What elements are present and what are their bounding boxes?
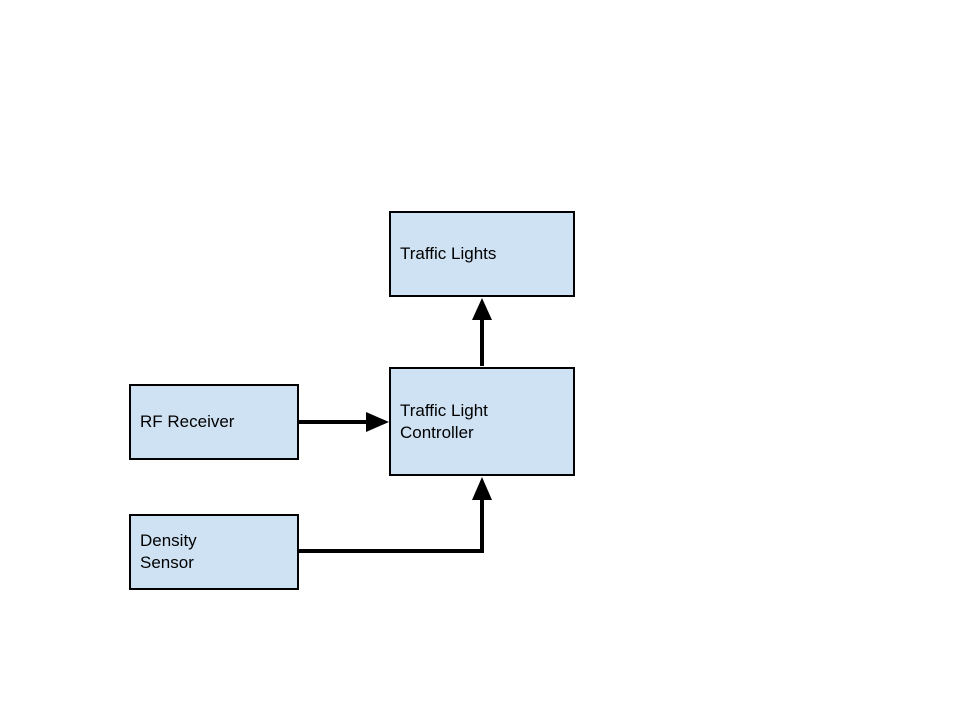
node-label-density-sensor: Density Sensor <box>140 531 197 572</box>
node-density-sensor: Density Sensor <box>129 514 299 590</box>
node-traffic-lights: Traffic Lights <box>389 211 575 297</box>
arrowhead-rf-receiver-to-controller <box>366 412 389 432</box>
node-label-traffic-lights: Traffic Lights <box>400 244 497 263</box>
arrowhead-controller-to-traffic-lights <box>472 298 492 320</box>
edge-density-sensor-to-controller <box>299 500 484 553</box>
node-label-traffic-light-controller: Traffic Light Controller <box>400 400 488 442</box>
node-rf-receiver: RF Receiver <box>129 384 299 460</box>
node-label-rf-receiver: RF Receiver <box>140 412 235 431</box>
node-traffic-light-controller: Traffic Light Controller <box>389 367 575 476</box>
arrowhead-density-sensor-to-controller <box>472 477 492 500</box>
